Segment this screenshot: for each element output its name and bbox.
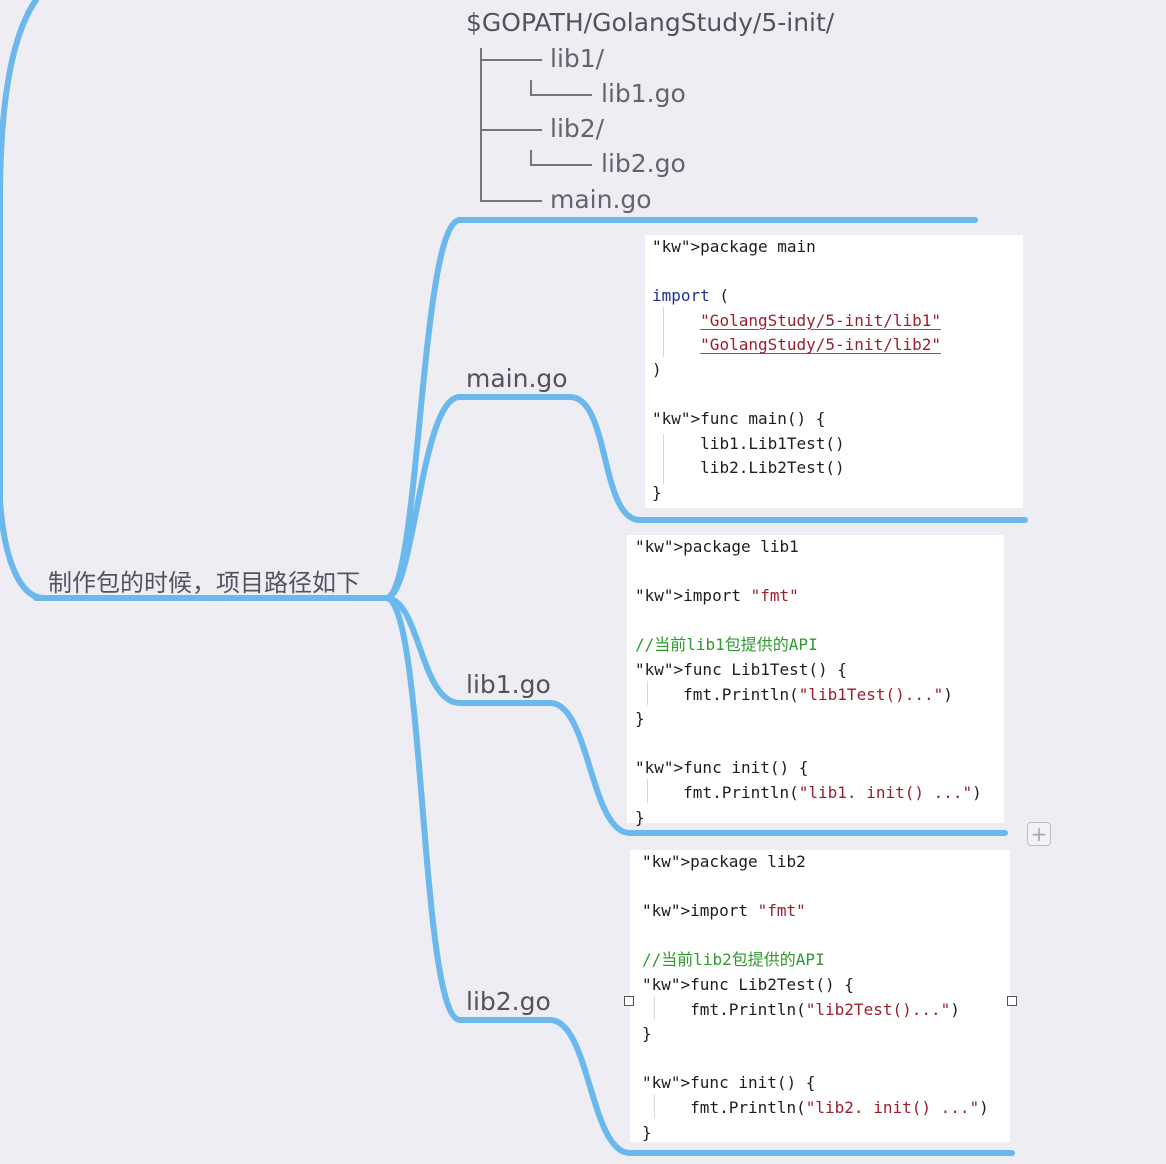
root-topic[interactable]: 制作包的时候，项目路径如下 [48,569,360,597]
code-image-lib2[interactable]: "kw">package lib2 "kw">import "fmt" //当前… [630,850,1010,1142]
resize-handle-left[interactable] [624,996,634,1006]
code-line: fmt.Println("lib1Test()...") [683,684,953,704]
code-line: "kw">func Lib2Test() { [642,974,854,994]
tree-branch-main [480,200,542,202]
code-line: lib2.Lib2Test() [700,458,845,478]
tree-item-lib2-file: lib2.go [601,149,686,178]
code-line: "kw">func Lib1Test() { [635,659,847,679]
connector-lib2 [383,595,1015,1156]
tree-branch-lib1go [530,94,592,96]
connector-parent [0,0,47,601]
code-line: fmt.Println("lib2Test()...") [690,999,960,1019]
code-line: fmt.Println("lib1. init() ...") [683,782,982,802]
code-line: "kw">func main() { [652,409,826,429]
tree-item-lib2-dir: lib2/ [550,114,605,143]
indent-guide [647,779,648,803]
code-line: "kw">import "fmt" [635,586,799,606]
tree-root-label: $GOPATH/GolangStudy/5-init/ [466,8,835,37]
code-line: "kw">func init() { [642,1073,816,1093]
code-keyword: import [652,286,710,306]
tree-sub-trunk-2 [530,150,532,164]
code-line: "kw">func init() { [635,758,809,778]
code-line: "kw">package lib2 [642,852,806,871]
indent-guide [647,681,648,705]
tree-sub-trunk-1 [530,80,532,94]
tree-branch-lib2go [530,164,592,166]
tree-item-lib1-file: lib1.go [601,79,686,108]
code-line: fmt.Println("lib2. init() ...") [690,1097,989,1117]
indent-guide [663,307,664,357]
tree-trunk [480,48,482,200]
tree-item-main-file: main.go [550,185,652,214]
code-image-main[interactable]: "kw">package main import ( "GolangStudy/… [645,235,1023,508]
code-line: "kw">package lib1 [635,537,799,556]
code-image-lib1[interactable]: "kw">package lib1 "kw">import "fmt" //当前… [627,535,1004,827]
indent-guide [663,434,664,484]
indent-guide [654,1094,655,1118]
code-comment: //当前lib2包提供的API [642,950,825,970]
code-string: "GolangStudy/5-init/lib2" [700,335,941,355]
branch-main-go[interactable]: main.go [466,364,568,393]
tree-item-lib1-dir: lib1/ [550,44,605,73]
code-line: lib1.Lib1Test() [700,433,845,453]
indent-guide [654,996,655,1020]
branch-lib1-go[interactable]: lib1.go [466,670,551,699]
connector-lib1 [383,595,1008,836]
code-string: "GolangStudy/5-init/lib1" [700,310,941,330]
branch-lib2-go[interactable]: lib2.go [466,987,551,1016]
tree-branch-lib1 [480,59,542,61]
connector-main [383,394,1028,601]
tree-branch-lib2 [480,129,542,131]
plus-icon[interactable]: + [1027,822,1051,846]
code-line: "kw">import "fmt" [642,901,806,921]
code-line: "kw">package main [652,237,816,256]
tree-root-path[interactable]: $GOPATH/GolangStudy/5-init/ [466,8,834,37]
code-comment: //当前lib1包提供的API [635,635,818,655]
resize-handle-right[interactable] [1007,996,1017,1006]
